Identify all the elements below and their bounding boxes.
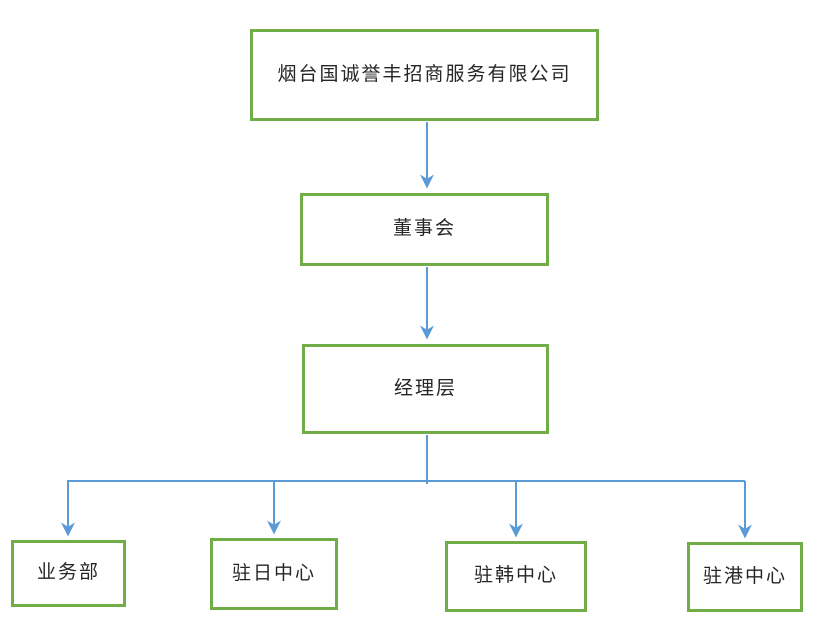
org-node-korea-center-label: 驻韩中心: [473, 565, 558, 587]
org-node-board-label: 董事会: [392, 218, 456, 240]
org-node-japan-center: 驻日中心: [210, 538, 338, 610]
org-node-management-label: 经理层: [393, 377, 457, 399]
org-node-business-dept-label: 业务部: [36, 562, 100, 584]
org-node-korea-center: 驻韩中心: [445, 541, 587, 612]
org-node-japan-center-label: 驻日中心: [231, 562, 316, 584]
org-node-board: 董事会: [300, 193, 549, 266]
org-node-hongkong-center-label: 驻港中心: [702, 565, 787, 587]
org-node-business-dept: 业务部: [11, 540, 126, 607]
org-node-management: 经理层: [302, 344, 549, 434]
org-node-hongkong-center: 驻港中心: [687, 542, 803, 612]
org-node-company: 烟台国诚誉丰招商服务有限公司: [250, 29, 599, 121]
org-node-company-label: 烟台国诚誉丰招商服务有限公司: [277, 63, 572, 85]
